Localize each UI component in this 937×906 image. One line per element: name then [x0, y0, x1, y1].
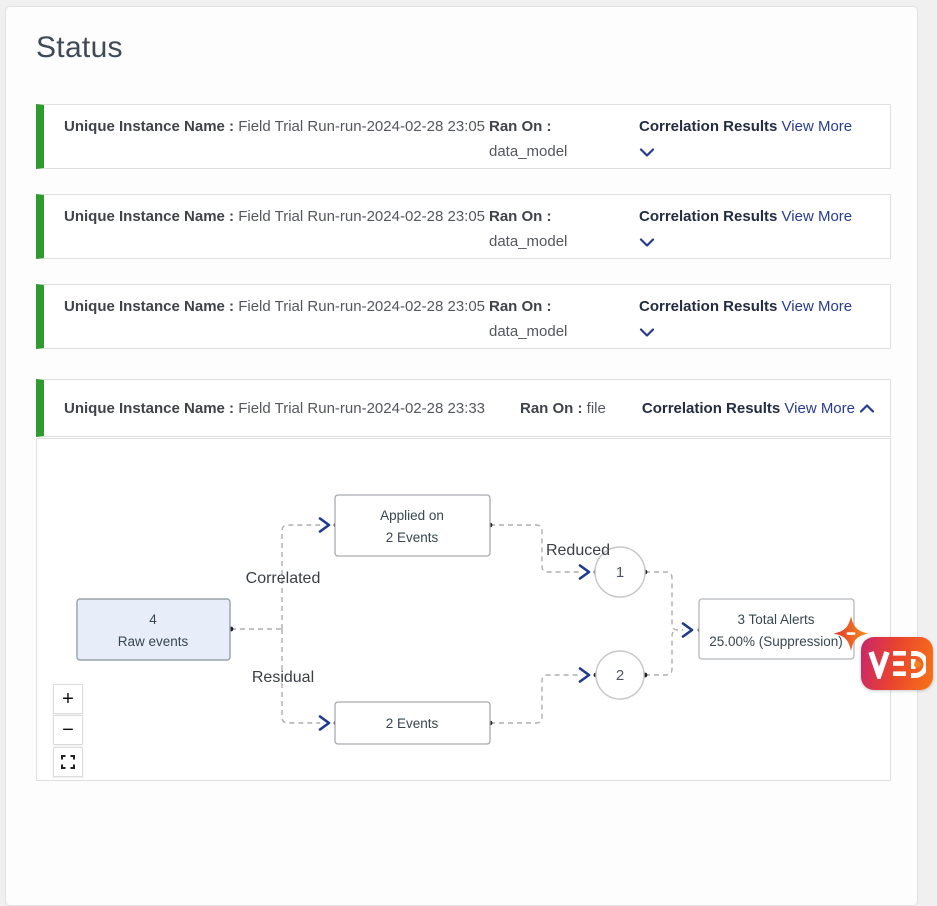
correlation-results-label: Correlation Results [639, 118, 778, 135]
edge-group2-total [645, 629, 679, 676]
group-2-label: 2 [616, 667, 624, 684]
residual-node-label: 2 Events [386, 716, 439, 731]
ran-on-label: Ran On : [489, 298, 552, 315]
edge-residual-to-group [490, 674, 580, 724]
residual-events-node[interactable] [334, 701, 491, 745]
correlation-results: Correlation Results View More [639, 114, 876, 164]
instance-name: Unique Instance Name : Field Trial Run-r… [64, 400, 496, 417]
applied-node-line1: Applied on [380, 508, 444, 523]
raw-events-label: Raw events [118, 634, 189, 649]
view-more-link[interactable]: View More [781, 118, 853, 135]
status-card-3: Unique Instance Name : Field Trial Run-r… [36, 284, 891, 349]
edge-group1-total [645, 571, 683, 631]
chevron-down-icon[interactable] [639, 147, 655, 157]
instance-name-label: Unique Instance Name : [64, 118, 235, 135]
page-title: Status [36, 31, 123, 64]
instance-name-value: Field Trial Run-run-2024-02-28 23:33 [238, 399, 486, 417]
edge-label-reduced: Reduced [546, 542, 610, 559]
sparkle-icon [833, 616, 869, 651]
arrowhead-icon [318, 517, 331, 533]
instance-name: Unique Instance Name : Field Trial Run-r… [64, 204, 489, 254]
edge-reduced [490, 524, 580, 573]
edge-label-correlated: Correlated [246, 570, 321, 587]
total-alerts-node[interactable] [698, 598, 855, 660]
view-more-link[interactable]: View More [781, 298, 853, 315]
status-card-4-header: Unique Instance Name : Field Trial Run-r… [36, 379, 891, 437]
correlation-flow-panel: 4 Raw events Applied on 2 Events 2 Event… [36, 438, 891, 781]
instance-name-label: Unique Instance Name : [64, 399, 235, 417]
arrowhead-icon [578, 564, 591, 580]
ran-on-label: Ran On : [489, 118, 552, 135]
instance-name-value: Field Trial Run-run-2024-02-28 23:05 [238, 298, 486, 315]
status-card-1: Unique Instance Name : Field Trial Run-r… [36, 104, 891, 169]
ran-on: Ran On : data_model [489, 114, 639, 164]
view-more-link[interactable]: View More [784, 399, 855, 417]
group-1-node[interactable] [594, 546, 646, 598]
raw-events-node[interactable] [76, 598, 231, 661]
ran-on-value: data_model [489, 143, 568, 160]
zoom-in-button[interactable]: + [53, 684, 83, 714]
instance-name-label: Unique Instance Name : [64, 208, 235, 225]
applied-node-line2: 2 Events [386, 530, 439, 545]
edge-label-residual: Residual [252, 669, 314, 686]
group-1-label: 1 [616, 564, 624, 581]
ran-on-value: file [586, 399, 606, 417]
view-more-link[interactable]: View More [781, 208, 853, 225]
instance-name-label: Unique Instance Name : [64, 298, 235, 315]
diagram-zoom-controls: + − [53, 684, 83, 778]
total-alerts-line2: 25.00% (Suppression) [709, 634, 843, 649]
chevron-up-icon[interactable] [859, 404, 875, 413]
arrowhead-icon [318, 715, 331, 731]
ran-on: Ran On : file [520, 400, 606, 417]
correlation-results: Correlation Results View More [642, 400, 875, 417]
arrowhead-icon [578, 667, 591, 683]
correlation-results: Correlation Results View More [639, 294, 876, 344]
flow-diagram: 4 Raw events Applied on 2 Events 2 Event… [76, 494, 869, 745]
applied-events-node[interactable] [334, 494, 491, 557]
group-2-node[interactable] [595, 650, 645, 700]
instance-name: Unique Instance Name : Field Trial Run-r… [64, 114, 489, 164]
chevron-down-icon[interactable] [639, 327, 655, 337]
zoom-out-button[interactable]: − [53, 715, 83, 745]
correlation-results-label: Correlation Results [641, 399, 781, 417]
raw-events-count: 4 [149, 612, 157, 627]
total-alerts-line1: 3 Total Alerts [737, 612, 814, 627]
status-card-2: Unique Instance Name : Field Trial Run-r… [36, 194, 891, 259]
fullscreen-icon [61, 755, 75, 769]
correlation-results-label: Correlation Results [639, 208, 778, 225]
flow-edges [231, 524, 683, 724]
correlation-results: Correlation Results View More [639, 204, 876, 254]
ran-on-value: data_model [489, 323, 568, 340]
correlation-results-label: Correlation Results [639, 298, 778, 315]
fit-view-button[interactable] [53, 747, 83, 777]
ran-on: Ran On : data_model [489, 204, 639, 254]
instance-name-value: Field Trial Run-run-2024-02-28 23:05 [238, 208, 486, 225]
edge-correlated [281, 524, 320, 629]
edge-residual [281, 629, 320, 724]
main-panel: Status Unique Instance Name : Field Tria… [5, 6, 918, 906]
ved-logo [861, 637, 933, 690]
ran-on-value: data_model [489, 233, 568, 250]
ran-on-label: Ran On : [489, 208, 552, 225]
ran-on: Ran On : data_model [489, 294, 639, 344]
arrowhead-icon [681, 622, 694, 638]
instance-name: Unique Instance Name : Field Trial Run-r… [64, 294, 489, 344]
ved-logo-letters [868, 650, 926, 679]
ran-on-label: Ran On : [520, 399, 583, 417]
instance-name-value: Field Trial Run-run-2024-02-28 23:05 [238, 118, 486, 135]
chevron-down-icon[interactable] [639, 237, 655, 247]
